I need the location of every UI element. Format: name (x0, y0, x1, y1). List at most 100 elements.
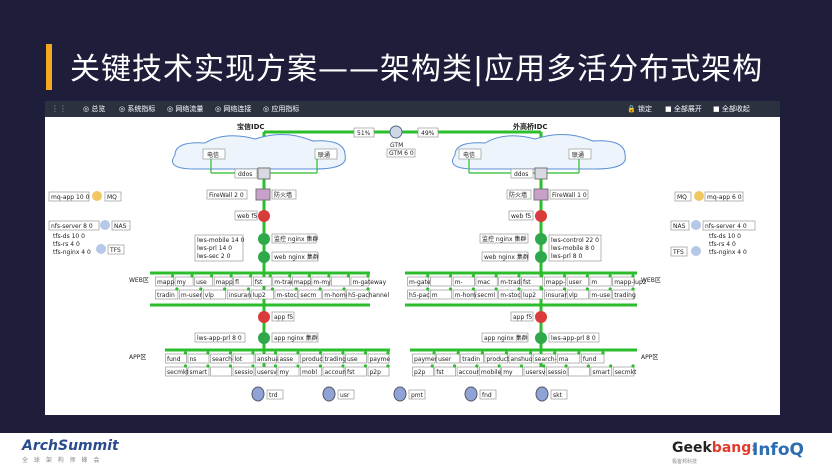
server-node-box[interactable] (311, 276, 331, 287)
tab-network-connections[interactable]: ◎ 网络连接 (215, 105, 252, 113)
database-icon[interactable] (535, 386, 549, 402)
server-node-box[interactable] (590, 366, 613, 377)
expand-all-button[interactable]: ■ 全部展开 (665, 105, 702, 113)
database-icon[interactable] (464, 386, 478, 402)
server-node-box[interactable] (165, 366, 187, 377)
server-node-box[interactable] (165, 353, 187, 364)
server-node-box[interactable] (367, 366, 390, 377)
server-node-box[interactable] (566, 276, 589, 287)
server-node-box[interactable] (521, 289, 544, 300)
server-node-box[interactable] (322, 353, 345, 364)
server-node-box[interactable] (452, 276, 475, 287)
server-node-box[interactable] (226, 289, 250, 300)
database-icon[interactable] (251, 386, 265, 402)
server-node-box[interactable] (568, 366, 590, 377)
server-node-box[interactable] (213, 276, 233, 287)
server-node-label: secmkt (615, 369, 637, 376)
server-node-box[interactable] (367, 353, 390, 364)
server-node-box[interactable] (345, 366, 367, 377)
server-node-box[interactable] (581, 353, 605, 364)
database-icon[interactable] (393, 386, 407, 402)
server-node-box[interactable] (532, 353, 557, 364)
archsummit-logo: ArchSummit (22, 438, 119, 454)
server-node-box[interactable] (566, 289, 589, 300)
server-node-box[interactable] (498, 276, 521, 287)
server-node-box[interactable] (612, 276, 635, 287)
server-node-box[interactable] (233, 276, 253, 287)
server-node-box[interactable] (202, 289, 226, 300)
server-node-box[interactable] (345, 353, 367, 364)
server-node-box[interactable] (210, 353, 232, 364)
server-node-box[interactable] (300, 353, 322, 364)
server-node-box[interactable] (412, 366, 434, 377)
server-node-box[interactable] (475, 289, 498, 300)
server-node-label: fst (347, 369, 355, 376)
server-node-box[interactable] (434, 366, 456, 377)
server-node-box[interactable] (252, 276, 272, 287)
server-node-box[interactable] (543, 289, 566, 300)
server-node-box[interactable] (475, 276, 498, 287)
database-label-box (408, 389, 426, 400)
server-node-box[interactable] (300, 366, 322, 377)
server-node-box[interactable] (155, 276, 174, 287)
tab-overview[interactable]: ◎ 总览 (83, 105, 106, 113)
server-node-box[interactable] (292, 276, 311, 287)
server-node-box[interactable] (187, 366, 210, 377)
server-node-box[interactable] (545, 366, 568, 377)
server-node-box[interactable] (277, 366, 300, 377)
server-node-box[interactable] (277, 353, 300, 364)
server-node-box[interactable] (460, 353, 484, 364)
server-node-box[interactable] (589, 276, 612, 287)
server-node-box[interactable] (521, 276, 544, 287)
server-node-box[interactable] (187, 353, 210, 364)
server-node-box[interactable] (436, 353, 460, 364)
server-node-box[interactable] (612, 289, 635, 300)
status-dot-icon (564, 364, 568, 368)
server-node-box[interactable] (429, 276, 452, 287)
left-tfs-ds: tfs-ds 10 0 (53, 233, 85, 240)
tab-system-metrics[interactable]: ◎ 系统指标 (119, 105, 156, 113)
server-node-box[interactable] (322, 366, 345, 377)
server-node-box[interactable] (589, 289, 612, 300)
server-node-box[interactable] (479, 366, 501, 377)
server-node-box[interactable] (255, 353, 277, 364)
server-node-box[interactable] (346, 289, 370, 300)
server-node-box[interactable] (272, 276, 292, 287)
server-node-box[interactable] (508, 353, 532, 364)
database-icon[interactable] (322, 386, 336, 402)
server-node-box[interactable] (407, 289, 430, 300)
lock-button[interactable]: 🔒 锁定 (627, 105, 652, 113)
server-node-box[interactable] (556, 353, 581, 364)
server-node-box[interactable] (407, 276, 430, 287)
server-node-box[interactable] (179, 289, 203, 300)
server-node-box[interactable] (452, 289, 475, 300)
status-dot-icon (432, 351, 436, 355)
server-node-box[interactable] (523, 366, 546, 377)
server-node-box[interactable] (456, 366, 479, 377)
server-node-box[interactable] (210, 366, 232, 377)
server-node-box[interactable] (412, 353, 436, 364)
server-node-box[interactable] (501, 366, 523, 377)
grid-menu-icon[interactable]: ⋮⋮ (51, 104, 67, 113)
server-node-box[interactable] (331, 276, 350, 287)
tab-network-traffic[interactable]: ◎ 网络流量 (167, 105, 204, 113)
server-node-box[interactable] (429, 289, 452, 300)
server-node-box[interactable] (612, 366, 635, 377)
server-node-box[interactable] (350, 276, 370, 287)
tab-app-metrics[interactable]: ◎ 应用指标 (263, 105, 300, 113)
server-node-box[interactable] (274, 289, 298, 300)
server-node-box[interactable] (232, 353, 255, 364)
server-node-box[interactable] (194, 276, 213, 287)
server-node-box[interactable] (484, 353, 508, 364)
server-node-box[interactable] (155, 289, 179, 300)
collapse-all-button[interactable]: ■ 全部收起 (713, 105, 750, 113)
server-node-box[interactable] (298, 289, 322, 300)
server-node-box[interactable] (322, 289, 346, 300)
server-node-box[interactable] (174, 276, 194, 287)
server-node-box[interactable] (255, 366, 277, 377)
server-node-box[interactable] (232, 366, 255, 377)
server-node-box[interactable] (498, 289, 521, 300)
server-node-box[interactable] (543, 276, 566, 287)
server-node-label: m (591, 279, 597, 286)
server-node-box[interactable] (250, 289, 274, 300)
